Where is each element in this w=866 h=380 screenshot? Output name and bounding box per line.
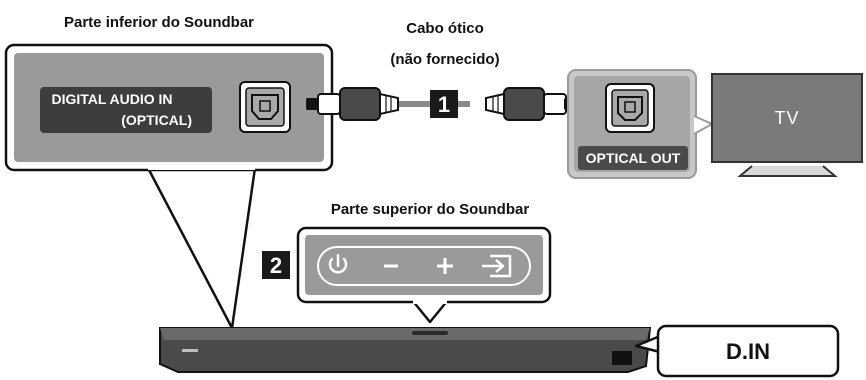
tv-port-label-box — [578, 146, 688, 170]
port-label-line1: DIGITAL AUDIO IN — [51, 91, 172, 107]
optical-port-soundbar — [239, 81, 291, 133]
tv-stand — [737, 165, 838, 177]
display-callout: D.IN — [634, 324, 840, 378]
plug-right-body — [503, 87, 545, 121]
tv-optical-out-panel: OPTICAL OUT — [567, 69, 715, 179]
plug-left-boot — [379, 92, 399, 116]
port-core — [259, 100, 271, 112]
soundbar-top-face — [160, 328, 650, 340]
tv-callout-pointer — [693, 115, 715, 135]
plug-left-collar — [317, 93, 341, 115]
top-callout-pointer — [411, 299, 449, 324]
tv-port-label: OPTICAL OUT — [586, 150, 681, 166]
top-controls-callout — [296, 226, 552, 324]
plug-left-body — [339, 87, 381, 121]
input-source-icon — [482, 254, 512, 278]
plug-right-boot — [485, 92, 505, 116]
optical-cable — [306, 87, 578, 121]
step-2-number: 2 — [270, 253, 282, 278]
step-1-number: 1 — [438, 92, 450, 117]
soundbar-led — [182, 349, 198, 352]
port-label-box — [40, 87, 212, 133]
optical-port-icon — [251, 94, 279, 120]
tv-screen — [711, 73, 863, 163]
soundbar-bottom-caption: Parte inferior do Soundbar — [64, 14, 254, 31]
cable-caption-line1: Cabo ótico — [406, 20, 484, 37]
callout-pointer — [146, 166, 257, 330]
digital-audio-in-label: DIGITAL AUDIO IN (OPTICAL) — [40, 87, 212, 133]
button-pill — [317, 246, 531, 286]
badge-box-2 — [262, 251, 290, 279]
power-icon — [328, 253, 348, 274]
display-callout-box — [656, 324, 840, 378]
soundbar — [159, 327, 652, 373]
soundbar-top-buttons — [412, 331, 448, 335]
step-1-badge: 1 — [430, 90, 458, 118]
tv-optical-port-icon — [617, 96, 643, 121]
soundbar-top-caption: Parte superior do Soundbar — [331, 201, 530, 218]
badge-box — [430, 90, 458, 118]
plus-icon — [437, 258, 453, 274]
plug-right-collar — [543, 93, 567, 115]
display-readout: D.IN — [726, 339, 770, 364]
soundbar-display — [612, 351, 632, 365]
tv: TV — [711, 73, 863, 177]
port-label-line2: (OPTICAL) — [121, 112, 192, 128]
step-2-badge: 2 — [262, 251, 290, 279]
cable-caption-line2: (não fornecido) — [390, 51, 499, 68]
tv-label: TV — [774, 108, 799, 128]
plug-left-tip — [306, 98, 320, 110]
